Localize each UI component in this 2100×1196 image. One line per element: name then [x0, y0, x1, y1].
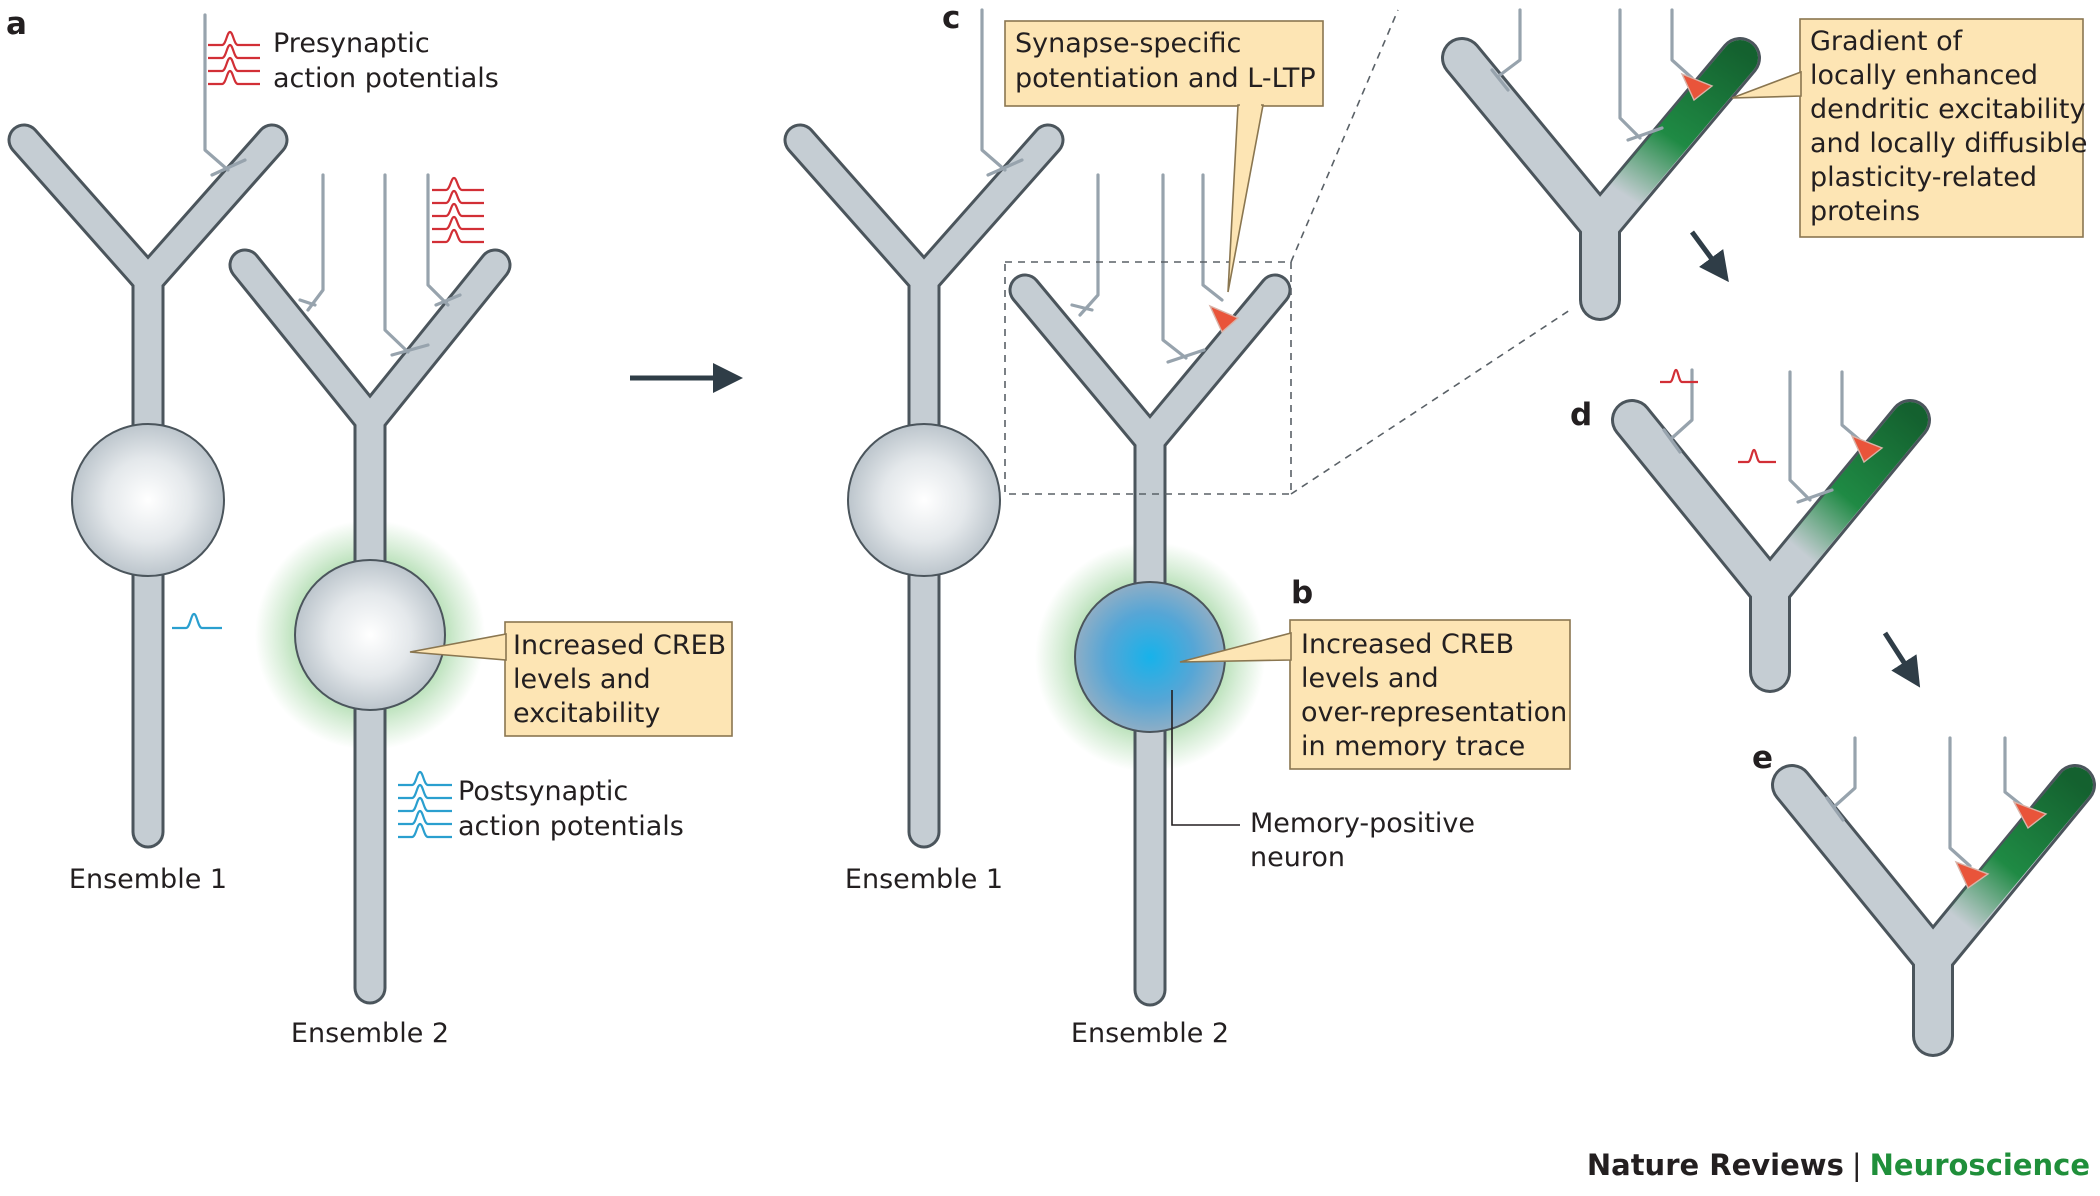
panel-label-d: d	[1570, 397, 1592, 433]
svg-text:Memory-positive: Memory-positive	[1250, 808, 1475, 839]
potentiated-synapse-c	[1680, 72, 1714, 102]
presynaptic-spikes-a2	[432, 176, 484, 244]
svg-text:Presynaptic: Presynaptic	[273, 28, 430, 59]
ensemble2-neuron-a	[228, 248, 512, 1005]
svg-text:Synapse-specific: Synapse-specific	[1015, 28, 1241, 59]
callout-gradient: Gradient of locally enhanced dendritic e…	[1731, 18, 2088, 238]
svg-text:in memory trace: in memory trace	[1301, 731, 1525, 762]
presynaptic-axons-b	[980, 8, 1224, 364]
svg-text:action potentials: action potentials	[458, 811, 684, 842]
arrow-d-to-e	[1882, 631, 1921, 688]
svg-text:potentiation and L-LTP: potentiation and L-LTP	[1015, 63, 1316, 94]
postsynaptic-spike-ensemble1	[172, 612, 222, 630]
svg-text:dendritic excitability: dendritic excitability	[1810, 94, 2085, 125]
svg-text:Gradient of: Gradient of	[1810, 26, 1964, 57]
memory-positive-label: Memory-positive neuron	[1250, 808, 1475, 873]
journal-section: Neuroscience	[1869, 1148, 2090, 1182]
potentiated-synapse-d	[1850, 434, 1884, 464]
zoomed-dendrite-c	[1441, 37, 1761, 321]
callout-creb-overrep: Increased CREB levels and over-represent…	[1179, 619, 1571, 770]
potentiated-synapse-e2	[1954, 860, 1990, 890]
presynaptic-axons-c	[1490, 8, 1694, 142]
arrow-c-to-d	[1689, 230, 1729, 283]
presynaptic-spike-d2	[1738, 448, 1776, 464]
svg-text:Increased CREB: Increased CREB	[513, 630, 726, 661]
svg-text:over-representation: over-representation	[1301, 697, 1567, 728]
ensemble2-neuron-b	[1008, 273, 1292, 1007]
svg-text:neuron: neuron	[1250, 842, 1345, 873]
ensemble1-label-b: Ensemble 1	[845, 864, 1003, 895]
postsynaptic-spikes-a	[398, 770, 452, 839]
presynaptic-axons-a	[203, 13, 462, 357]
panel-label-e: e	[1752, 740, 1773, 776]
svg-text:and locally diffusible: and locally diffusible	[1810, 128, 2088, 159]
svg-text:levels and: levels and	[513, 664, 651, 695]
svg-text:proteins: proteins	[1810, 196, 1920, 227]
svg-text:excitability: excitability	[513, 698, 660, 729]
panel-label-b: b	[1291, 575, 1313, 611]
zoom-box	[1004, 9, 1571, 495]
ensemble2-label-b: Ensemble 2	[1071, 1018, 1229, 1049]
presynaptic-spikes-a1	[208, 30, 260, 86]
panel-label-a: a	[6, 6, 27, 42]
potentiated-synapse-e1	[2012, 800, 2048, 830]
svg-text:levels and: levels and	[1301, 663, 1439, 694]
journal-footer: Nature Reviews|Neuroscience	[1587, 1148, 2090, 1182]
svg-text:Postsynaptic: Postsynaptic	[458, 776, 628, 807]
ensemble2-label-a: Ensemble 2	[291, 1018, 449, 1049]
callout-creb-excitability: Increased CREB levels and excitability	[409, 621, 733, 737]
presynaptic-axons-e	[1825, 736, 2027, 868]
callout-synapse-specific: Synapse-specific potentiation and L-LTP	[1004, 20, 1324, 293]
panel-label-c: c	[942, 0, 960, 36]
dendrite-d	[1611, 399, 1931, 693]
postsynaptic-label: Postsynaptic action potentials	[458, 776, 684, 842]
svg-text:action potentials: action potentials	[273, 63, 499, 94]
potentiated-synapse-b	[1208, 304, 1240, 334]
presynaptic-spike-d1	[1660, 368, 1698, 384]
svg-text:plasticity-related: plasticity-related	[1810, 162, 2037, 193]
svg-text:Increased CREB: Increased CREB	[1301, 629, 1514, 660]
footer-separator: |	[1851, 1148, 1862, 1182]
ensemble1-neuron-a	[7, 123, 289, 849]
svg-text:locally enhanced: locally enhanced	[1810, 60, 2038, 91]
ensemble1-neuron-b	[783, 123, 1065, 849]
presynaptic-axons-d	[1662, 368, 1864, 504]
dendrite-e	[1771, 764, 2096, 1057]
ensemble1-label-a: Ensemble 1	[69, 864, 227, 895]
journal-name: Nature Reviews	[1586, 1148, 1844, 1182]
memory-positive-leader	[1171, 690, 1240, 826]
presynaptic-label: Presynaptic action potentials	[273, 28, 499, 94]
